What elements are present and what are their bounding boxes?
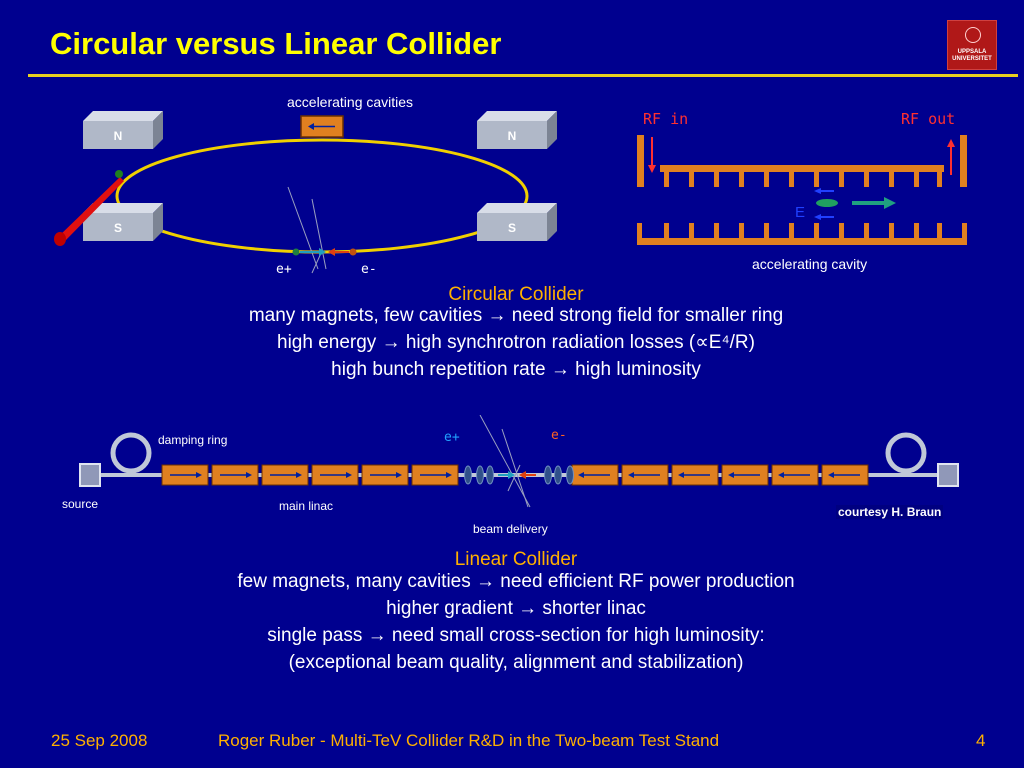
circular-point: many magnets, few cavities → need strong… (248, 305, 784, 326)
linear-collider-diagram (79, 415, 959, 508)
circular-point: high energy → high synchrotron radiation… (277, 332, 755, 353)
electron-label: e- (361, 262, 377, 277)
magnet-north-left (83, 111, 163, 149)
image-credit: courtesy H. Braun (836, 505, 944, 519)
rf-out-arrow-icon (947, 139, 955, 175)
magnet-south-right (477, 203, 557, 241)
magnet-label-s: S (114, 221, 122, 235)
footer-talk-title: Roger Ruber - Multi-TeV Collider R&D in … (218, 731, 720, 750)
linear-collider-points: few magnets, many cavities → need effici… (0, 568, 1024, 676)
damping-ring-left (110, 432, 152, 474)
circular-point: high bunch repetition rate → high lumino… (331, 359, 701, 380)
seal-icon (965, 27, 981, 43)
electric-field-arrow-icon (814, 188, 834, 220)
storage-ring (115, 138, 529, 254)
linear-point: higher gradient → shorter linac (386, 598, 646, 619)
interaction-point (479, 415, 536, 508)
source-right (937, 463, 959, 487)
rf-in-arrow-icon (648, 137, 656, 173)
linear-positron-label: e+ (444, 430, 460, 445)
cavity-structure-bottom (637, 223, 967, 245)
linear-point: few magnets, many cavities → need effici… (237, 571, 795, 592)
ring-cavity (300, 115, 344, 138)
slide-title: Circular versus Linear Collider (50, 26, 502, 61)
linear-electron-label: e- (551, 428, 567, 443)
cavity-caption: accelerating cavity (752, 256, 868, 272)
beam-direction-arrow-icon (852, 197, 896, 209)
positron-label: e+ (276, 262, 292, 277)
magnet-label-s: S (508, 221, 516, 235)
linear-point: (exceptional beam quality, alignment and… (288, 652, 744, 673)
final-focus-magnets (464, 465, 574, 485)
source-label: source (62, 497, 99, 511)
circular-collider-diagram: N S N S (54, 111, 557, 274)
synchrotron-radiation-beam (54, 170, 124, 246)
linear-point: single pass → need small cross-section f… (267, 625, 765, 646)
magnet-label-n: N (114, 129, 123, 143)
linear-collider-heading: Linear Collider (454, 549, 578, 570)
magnet-north-right (477, 111, 557, 149)
circular-collider-heading: Circular Collider (448, 284, 584, 305)
magnet-label-n: N (508, 129, 517, 143)
title-divider (28, 74, 1018, 77)
field-label: E (795, 204, 806, 221)
main-linac-right (571, 464, 869, 486)
collision-point (287, 186, 357, 274)
accelerating-cavity-diagram (637, 135, 967, 245)
circular-collider-points: many magnets, few cavities → need strong… (0, 302, 1024, 383)
rf-out-label: RF out (901, 110, 956, 128)
main-linac-left (161, 464, 459, 486)
main-linac-label: main linac (279, 499, 334, 513)
source-left (79, 463, 101, 487)
footer-date: 25 Sep 2008 (51, 731, 148, 750)
page-number: 4 (976, 731, 986, 750)
magnet-south-left (83, 203, 163, 241)
rf-in-label: RF in (643, 110, 689, 128)
beam-delivery-label: beam delivery (473, 522, 548, 536)
cavity-structure-top (637, 135, 967, 187)
particle-bunch (816, 199, 838, 207)
damping-ring-label: damping ring (158, 433, 228, 447)
cavities-label: accelerating cavities (287, 94, 414, 110)
damping-ring-right (885, 432, 927, 474)
